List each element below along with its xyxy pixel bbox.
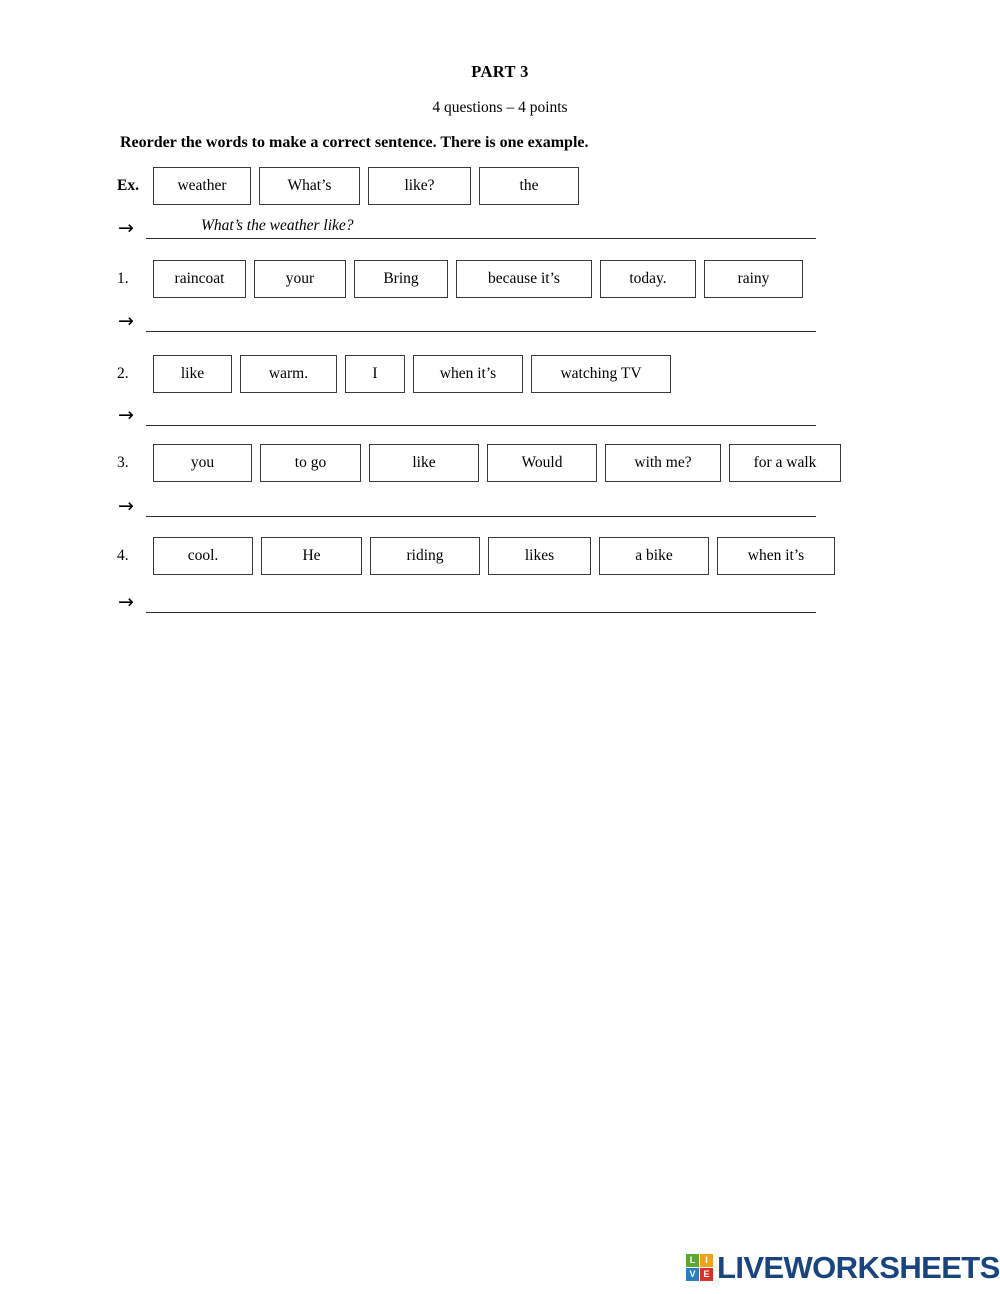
word-box[interactable]: because it’s (456, 260, 592, 298)
word-box[interactable]: Bring (354, 260, 448, 298)
word-box[interactable]: a bike (599, 537, 709, 575)
answer-row-4: → (118, 587, 816, 613)
word-box[interactable]: with me? (605, 444, 721, 482)
arrow-icon: → (118, 591, 134, 613)
word-box[interactable]: riding (370, 537, 480, 575)
arrow-icon: → (118, 404, 134, 426)
word-box[interactable]: I (345, 355, 405, 393)
word-box[interactable]: today. (600, 260, 696, 298)
exercise-row-2: 2. like warm. I when it’s watching TV (115, 354, 671, 394)
row-label-4: 4. (117, 547, 129, 565)
logo-square-l: L (686, 1253, 699, 1267)
word-box[interactable]: What’s (259, 167, 360, 205)
word-box[interactable]: when it’s (413, 355, 523, 393)
liveworksheets-logo: L I V E LIVEWORKSHEETS (686, 1248, 1000, 1286)
word-box[interactable]: rainy (704, 260, 803, 298)
row-label-3: 3. (117, 454, 129, 472)
page-title: PART 3 (471, 62, 529, 81)
logo-wordmark: LIVEWORKSHEETS (717, 1249, 1000, 1285)
answer-line[interactable] (146, 492, 816, 517)
word-strip-4: cool. He riding likes a bike when it’s (153, 537, 835, 575)
word-box[interactable]: raincoat (153, 260, 246, 298)
arrow-icon: → (118, 495, 134, 517)
logo-square-v: V (686, 1267, 699, 1281)
word-box[interactable]: when it’s (717, 537, 835, 575)
exercise-row-3: 3. you to go like Would with me? for a w… (115, 443, 841, 483)
arrow-icon: → (118, 310, 134, 332)
answer-row-1: → (118, 306, 816, 332)
answer-row-2: → (118, 400, 816, 426)
row-label-2: 2. (117, 365, 129, 383)
word-box[interactable]: likes (488, 537, 591, 575)
word-box[interactable]: like (153, 355, 232, 393)
logo-square-i: I (700, 1253, 713, 1267)
answer-line[interactable] (146, 401, 816, 426)
word-box[interactable]: you (153, 444, 252, 482)
word-strip-2: like warm. I when it’s watching TV (153, 355, 671, 393)
exercise-row-example: Ex. weather What’s like? the (115, 166, 579, 206)
word-strip-3: you to go like Would with me? for a walk (153, 444, 841, 482)
instruction-text: Reorder the words to make a correct sent… (120, 134, 589, 151)
word-box[interactable]: He (261, 537, 362, 575)
word-box[interactable]: Would (487, 444, 597, 482)
answer-line[interactable] (146, 588, 816, 613)
answer-line[interactable]: What’s the weather like? (146, 214, 816, 239)
word-strip-example: weather What’s like? the (153, 167, 579, 205)
word-strip-1: raincoat your Bring because it’s today. … (153, 260, 803, 298)
page-subtitle: 4 questions – 4 points (432, 99, 568, 116)
word-box[interactable]: for a walk (729, 444, 841, 482)
word-box[interactable]: to go (260, 444, 361, 482)
answer-row-3: → (118, 491, 816, 517)
word-box[interactable]: watching TV (531, 355, 671, 393)
row-label-example: Ex. (117, 177, 139, 195)
answer-row-example: → What’s the weather like? (118, 213, 816, 239)
word-box[interactable]: cool. (153, 537, 253, 575)
arrow-icon: → (118, 217, 134, 239)
answer-text-example: What’s the weather like? (201, 217, 354, 234)
word-box[interactable]: warm. (240, 355, 337, 393)
word-box[interactable]: like? (368, 167, 471, 205)
row-label-1: 1. (117, 270, 129, 288)
word-box[interactable]: the (479, 167, 579, 205)
word-box[interactable]: weather (153, 167, 251, 205)
logo-square-e: E (700, 1267, 713, 1281)
word-box[interactable]: your (254, 260, 346, 298)
exercise-row-1: 1. raincoat your Bring because it’s toda… (115, 259, 803, 299)
exercise-row-4: 4. cool. He riding likes a bike when it’… (115, 536, 835, 576)
answer-line[interactable] (146, 307, 816, 332)
logo-squares-icon: L I V E (686, 1253, 713, 1281)
word-box[interactable]: like (369, 444, 479, 482)
